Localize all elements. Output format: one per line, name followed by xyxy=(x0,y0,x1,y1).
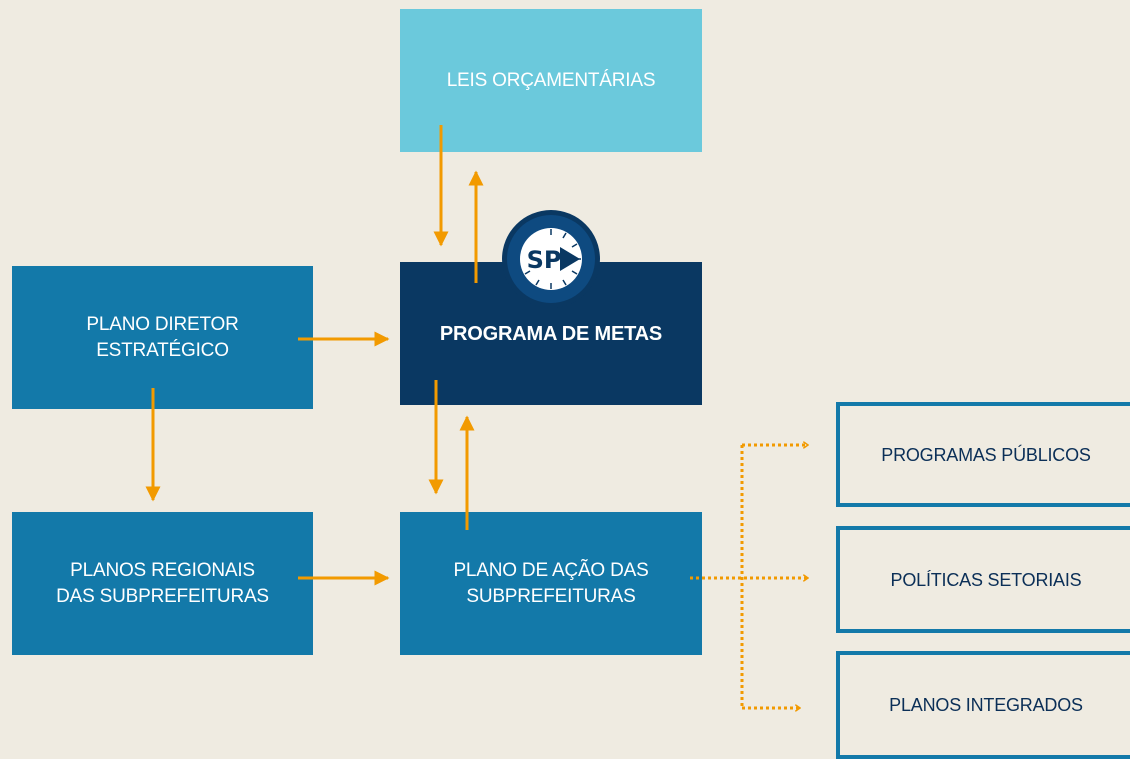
node-pde-label-line2: ESTRATÉGICO xyxy=(96,339,229,361)
node-politicas-label: POLÍTICAS SETORIAIS xyxy=(890,569,1082,590)
node-metas-label: PROGRAMA DE METAS xyxy=(439,322,663,345)
node-plano-diretor: PLANO DIRETOR ESTRATÉGICO xyxy=(12,266,313,409)
node-regionais-label-line1: PLANOS REGIONAIS xyxy=(70,559,255,581)
node-integrados-label: PLANOS INTEGRADOS xyxy=(889,695,1083,715)
node-planos-regionais: PLANOS REGIONAIS DAS SUBPREFEITURAS xyxy=(12,512,313,655)
node-plano-de-acao: PLANO DE AÇÃO DAS SUBPREFEITURAS xyxy=(400,512,702,655)
node-regionais-label-line2: DAS SUBPREFEITURAS xyxy=(56,585,269,607)
node-acao-label-line1: PLANO DE AÇÃO DAS xyxy=(453,559,649,581)
node-programas-publicos: PROGRAMAS PÚBLICOS xyxy=(836,402,1130,507)
node-leis-orcamentarias: LEIS ORÇAMENTÁRIAS xyxy=(400,9,702,152)
node-pde-label-line1: PLANO DIRETOR xyxy=(86,313,239,335)
node-programas-label: PROGRAMAS PÚBLICOS xyxy=(881,444,1091,465)
node-planos-integrados: PLANOS INTEGRADOS xyxy=(836,651,1130,759)
node-leis-label: LEIS ORÇAMENTÁRIAS xyxy=(446,69,656,91)
node-politicas-setoriais: POLÍTICAS SETORIAIS xyxy=(836,526,1130,633)
node-acao-label-line2: SUBPREFEITURAS xyxy=(466,585,636,607)
